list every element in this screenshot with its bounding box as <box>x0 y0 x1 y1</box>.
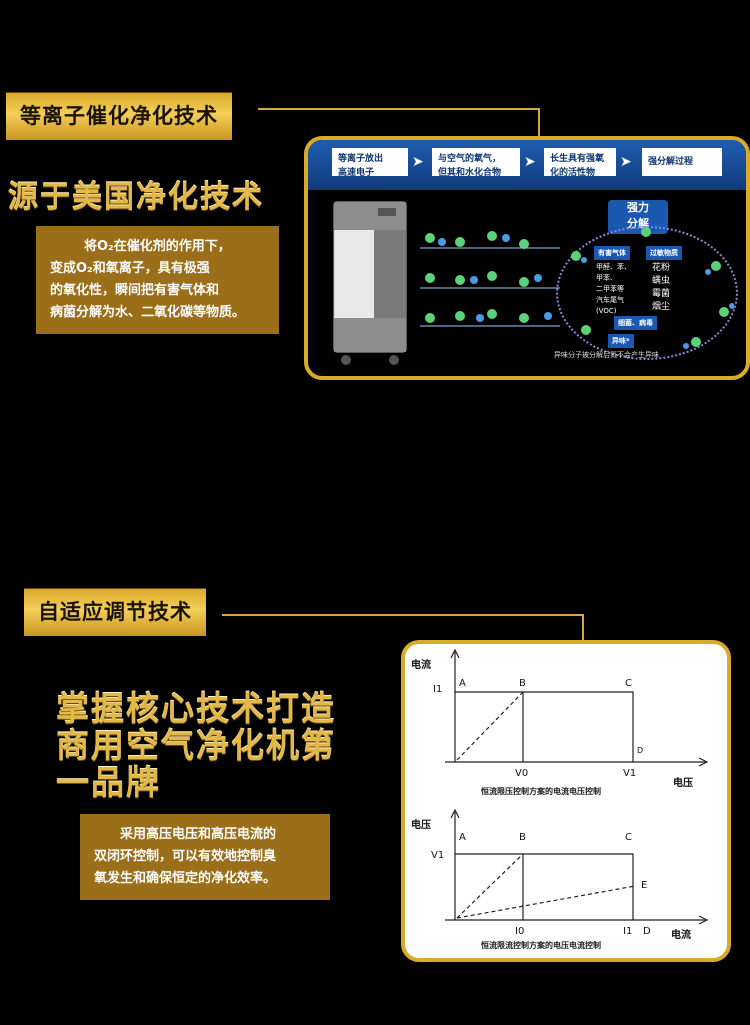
chart1-solid-line <box>455 691 634 762</box>
chart2-plot <box>445 808 709 925</box>
section2-headline-line: 掌握核心技术打造 <box>56 689 336 728</box>
chart1-point-D: D <box>637 746 644 755</box>
arrow-right-icon: ➤ <box>620 154 632 170</box>
section2-headline-line: 一品牌 <box>56 763 161 802</box>
chart2-point-B: B <box>519 832 526 843</box>
chart1-xtick-V0: V0 <box>515 768 529 779</box>
air-purifier-image <box>333 201 407 365</box>
harmful-item: 甲苯、 <box>596 274 617 282</box>
section2-connector-h <box>222 614 584 616</box>
section2-desc-line: 双闭环控制，可以有效地控制臭 <box>94 849 277 864</box>
section1-headline: 源于美国净化技术 <box>8 180 264 215</box>
chart1-xlabel: 电压 <box>673 778 693 789</box>
section1-tag-text: 等离子催化净化技术 <box>20 104 218 128</box>
flow-step-text: 与空气的氧气， <box>438 154 502 164</box>
section2-tag-text: 自适应调节技术 <box>38 600 192 624</box>
molecule-ring-graphic <box>571 227 734 349</box>
harmful-items: 甲醛、苯、 甲苯、 二甲苯等 汽车尾气 (VOC) <box>596 262 631 317</box>
strong-label-text: 强力 <box>627 201 649 214</box>
chart1-xtick-V1: V1 <box>623 768 637 779</box>
sensitizer-item: 螨虫 <box>652 276 671 286</box>
sensitizer-item: 花粉 <box>652 263 671 273</box>
section1-tag: 等离子催化净化技术 <box>6 92 232 140</box>
section2-desc-line: 氧发生和确保恒定的净化效率。 <box>94 871 277 886</box>
decomposition-circle <box>556 226 738 360</box>
chart2-caption: 恒流限流控制方案的电压电流控制 <box>481 941 601 950</box>
harmful-item: 汽车尾气 <box>596 296 624 304</box>
sensitizer-item: 烟尘 <box>652 302 671 312</box>
chart1-ytick-I1: I1 <box>433 684 443 695</box>
section1-desc-line: 将O₂在催化剂的作用下， <box>84 239 231 254</box>
arrow-right-icon: ➤ <box>524 154 536 170</box>
chart2-point-E: E <box>641 880 648 891</box>
chart1-dashed-line <box>456 691 524 761</box>
flow-step-1: 等离子放出 高速电子 <box>332 148 408 178</box>
section2-desc-line: 采用高压电压和高压电流的 <box>120 827 277 842</box>
chart2-x-arrow <box>698 915 709 925</box>
section2-headline: 掌握核心技术打造 商用空气净化机第 一品牌 <box>56 690 336 801</box>
flow-step-text: 但其和水化合物 <box>438 168 502 178</box>
section1-connector-h <box>258 108 540 110</box>
section1-desc-line: 变成O₂和氧离子，具有极强 <box>50 261 210 276</box>
section2-headline-line: 商用空气净化机第 <box>56 726 336 765</box>
chart2-xtick-I0: I0 <box>515 926 525 937</box>
chart2-y-arrow <box>450 808 460 819</box>
chart1-ylabel: 电流 <box>411 660 431 671</box>
chart2-point-D: D <box>643 926 651 937</box>
chart1-x-arrow <box>698 757 709 767</box>
chart2-dashed-line-1 <box>456 853 524 919</box>
odor-footer-note: 异味分子被分解后氮不会产生异味 <box>554 351 659 359</box>
section1-desc-line: 病菌分解为水、二氧化碳等物质。 <box>50 305 246 320</box>
chart2-xtick-I1: I1 <box>623 926 633 937</box>
chart1-plot <box>445 648 709 767</box>
harmful-item: 二甲苯等 <box>596 285 624 293</box>
flow-step-text: 长生具有强氧 <box>550 154 605 164</box>
sensitizer-items: 花粉 螨虫 霉菌 烟尘 <box>652 262 670 314</box>
sensitizer-item: 霉菌 <box>652 289 671 299</box>
plasma-process-diagram: 等离子放出 高速电子 ➤ 与空气的氧气， 但其和水化合物 ➤ 长生具有强氧 化的… <box>304 136 750 380</box>
chart2-ytick-V1: V1 <box>431 850 445 861</box>
flow-step-3: 长生具有强氧 化的活性物 <box>544 148 616 178</box>
chart1-point-B: B <box>519 678 526 689</box>
chart2-dashed-line-2 <box>456 885 636 919</box>
chart1-point-A: A <box>459 678 466 689</box>
odor-label: 异味* <box>608 334 634 348</box>
harmful-gas-label: 有害气体 <box>594 246 630 260</box>
flow-step-text: 高速电子 <box>338 168 375 178</box>
chart2-point-C: C <box>625 832 632 843</box>
chart2-xlabel: 电流 <box>671 930 691 941</box>
harmful-item: (VOC) <box>596 307 617 315</box>
section1-description: 将O₂在催化剂的作用下， 变成O₂和氧离子，具有极强 的氧化性，瞬间把有害气体和… <box>36 226 279 334</box>
chart2-point-A: A <box>459 832 466 843</box>
section2-tag: 自适应调节技术 <box>24 588 206 636</box>
chart2-solid-line <box>455 853 634 920</box>
chart1-caption: 恒流限压控制方案的电流电压控制 <box>481 787 601 796</box>
chart2-ylabel: 电压 <box>411 820 431 831</box>
flow-step-text: 化的活性物 <box>550 168 596 178</box>
bacteria-label: 细菌、病毒 <box>614 316 657 330</box>
section2-description: 采用高压电压和高压电流的 双闭环控制，可以有效地控制臭 氧发生和确保恒定的净化效… <box>80 814 330 900</box>
chart1-point-C: C <box>625 678 632 689</box>
chart1-y-arrow <box>450 648 460 659</box>
arrow-right-icon: ➤ <box>412 154 424 170</box>
flow-step-4: 强分解过程 <box>642 148 722 176</box>
process-flow-bar: 等离子放出 高速电子 ➤ 与空气的氧气， 但其和水化合物 ➤ 长生具有强氧 化的… <box>308 140 746 190</box>
section2-connector-v <box>582 614 584 642</box>
flow-step-text: 等离子放出 <box>338 154 384 164</box>
flow-step-2: 与空气的氧气， 但其和水化合物 <box>432 148 520 178</box>
harmful-item: 甲醛、苯、 <box>596 263 631 271</box>
control-curves-panel: 电流 电压 I1 V0 V1 A B C D 恒流限压控制方案的电流电压控制 电… <box>401 640 731 962</box>
section1-desc-line: 的氧化性，瞬间把有害气体和 <box>50 283 220 298</box>
sensitizer-label: 过敏物质 <box>646 246 682 260</box>
particle-stream-graphic <box>420 231 560 327</box>
flow-step-text: 强分解过程 <box>648 157 694 167</box>
section1-connector-v <box>538 108 540 138</box>
